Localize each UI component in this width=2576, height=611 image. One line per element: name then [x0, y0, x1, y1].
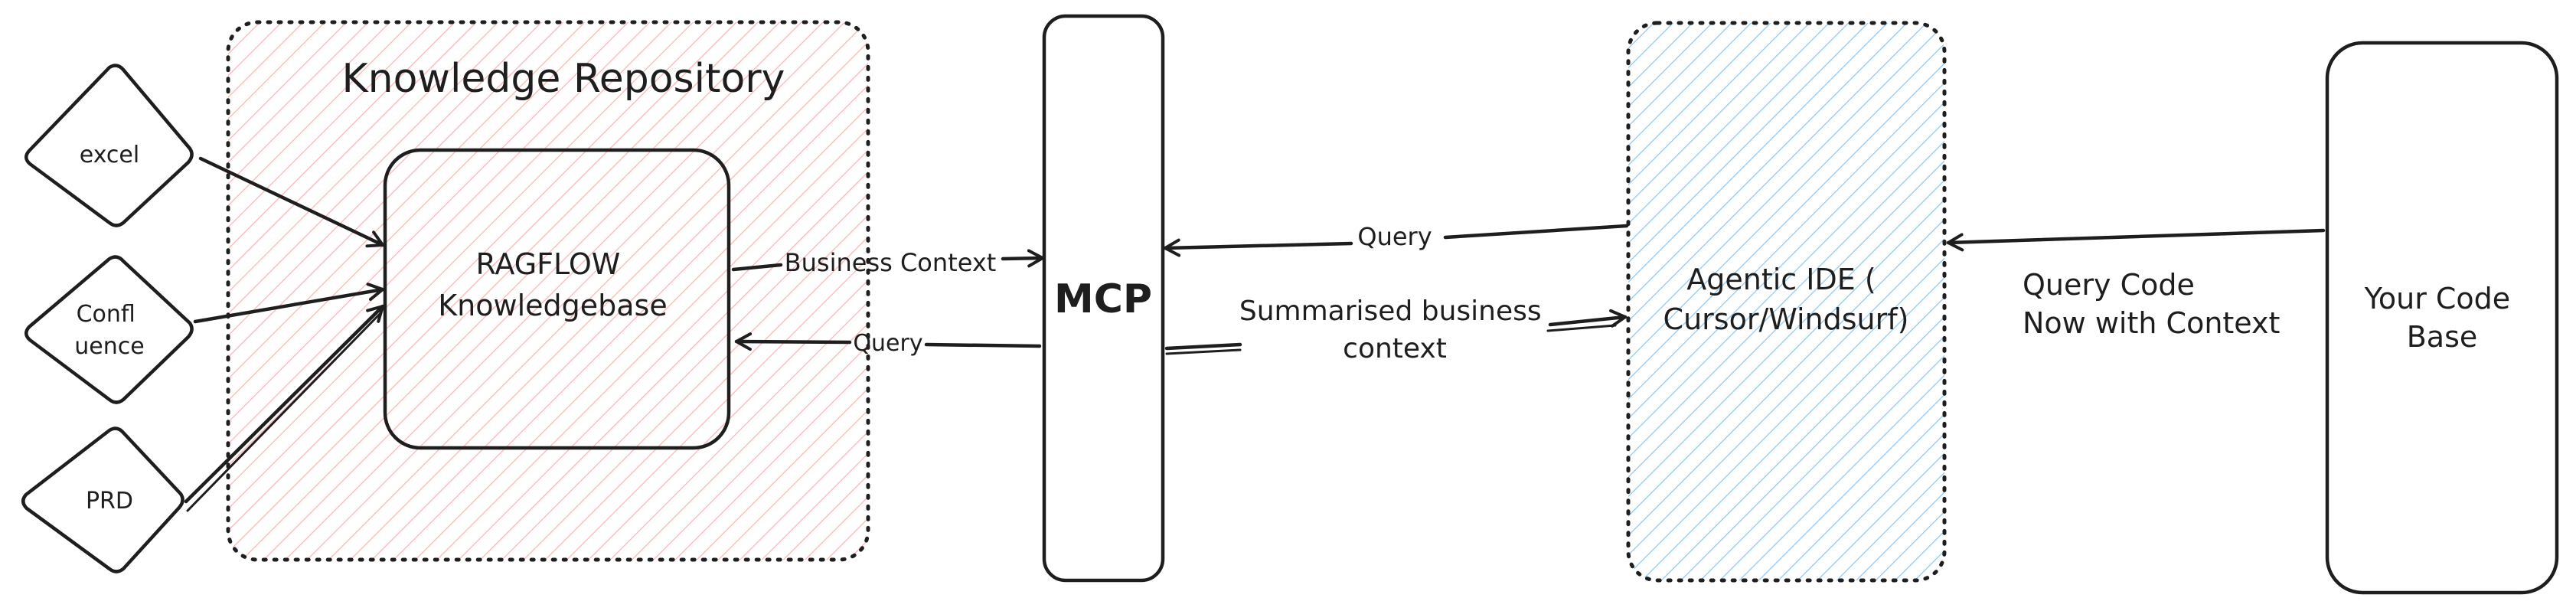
edge-label-query-to-mcp: Query	[1357, 222, 1432, 251]
source-prd-node: PRD	[21, 426, 184, 573]
edge-label-query-to-ragflow: Query	[853, 330, 922, 357]
svg-text:Summarised business contex: Summarised business context	[1239, 296, 1550, 364]
edge-label-business-context: Business Context	[785, 248, 997, 277]
codebase-label-line-1: Your Code	[2364, 282, 2510, 315]
codebase-node: Your Code Base	[2325, 41, 2559, 595]
arrow-codebase-to-ide	[1946, 228, 2326, 252]
svg-text:RAGFLOW Knowledgebase: RAGFLOW Knowledgebase	[438, 247, 667, 322]
edge-label-query-code-line-2: Now with Context	[2023, 306, 2280, 340]
ragflow-label-line-1: RAGFLOW	[476, 247, 621, 281]
source-confluence-label-line-1: Confl	[77, 301, 135, 328]
svg-text:Agentic IDE ( Cursor/Win: Agentic IDE ( Cursor/Windsurf)	[1663, 263, 1909, 336]
svg-text:Confl uence: Confl uence	[74, 301, 144, 360]
svg-text:Your Code Base: Your Code Base	[2364, 282, 2520, 354]
arrow-prd-to-ragflow-shadow	[186, 311, 383, 512]
knowledge-repository-title: Knowledge Repository	[342, 56, 785, 102]
mcp-node: MCP	[1042, 14, 1165, 583]
source-confluence-node: Confl uence	[24, 255, 194, 404]
source-prd-label: PRD	[86, 488, 133, 515]
svg-text:Query Code Now with Contex: Query Code Now with Context	[2023, 268, 2280, 340]
mcp-label: MCP	[1054, 276, 1152, 322]
arrow-mcp-to-ragflow	[736, 341, 1042, 346]
arrow-ide-to-mcp	[1165, 224, 1629, 248]
arrow-mcp-to-ide-shadow	[1165, 324, 1617, 355]
ide-label-line-1: Agentic IDE (	[1686, 263, 1876, 296]
edge-label-summarised-line-2: context	[1343, 333, 1447, 364]
ragflow-label-line-2: Knowledgebase	[438, 289, 667, 322]
source-confluence-label-line-2: uence	[74, 333, 144, 360]
arrow-mcp-to-ide	[1164, 317, 1625, 351]
edge-label-query-code-line-1: Query Code	[2023, 268, 2195, 302]
ragflow-knowledgebase-node: RAGFLOW Knowledgebase	[383, 148, 731, 450]
ide-label-line-2: Cursor/Windsurf)	[1663, 302, 1909, 336]
agentic-ide-node: Agentic IDE ( Cursor/Windsurf)	[1626, 21, 1947, 583]
arrow-excel-to-ragflow	[198, 156, 385, 248]
source-excel-label: excel	[80, 142, 139, 168]
arrow-ragflow-to-mcp	[731, 258, 1043, 270]
edge-label-summarised-line-1: Summarised business	[1239, 296, 1542, 327]
source-excel-node: excel	[24, 64, 194, 227]
arrow-confluence-to-ragflow	[193, 283, 385, 324]
codebase-label-line-2: Base	[2407, 320, 2478, 354]
arrow-prd-to-ragflow	[184, 304, 385, 504]
